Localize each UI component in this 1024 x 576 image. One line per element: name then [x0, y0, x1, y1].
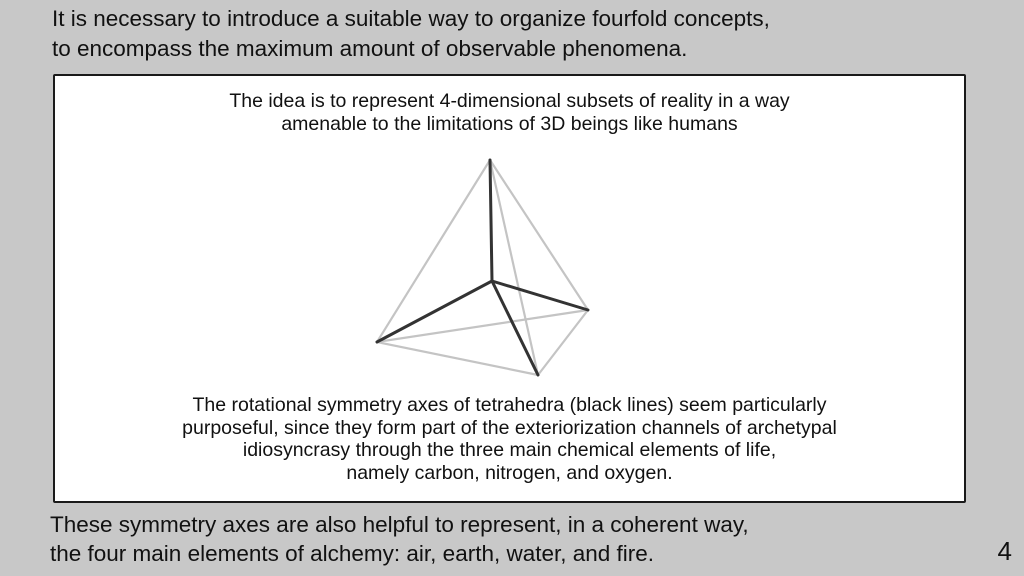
- symmetry-axis-bottom: [490, 279, 540, 377]
- slide-heading: It is necessary to introduce a suitable …: [52, 4, 992, 64]
- figure-panel: The idea is to represent 4-dimensional s…: [53, 74, 966, 503]
- footer-line-2: the four main elements of alchemy: air, …: [50, 541, 655, 566]
- tetra-edge-left-right: [375, 308, 590, 344]
- symmetry-axis-right: [490, 279, 590, 312]
- symmetry-axis-left: [375, 279, 494, 344]
- page-number: 4: [997, 536, 1012, 566]
- tetrahedron-diagram: [375, 158, 590, 377]
- slide-footer: These symmetry axes are also helpful to …: [50, 510, 950, 568]
- heading-line-1: It is necessary to introduce a suitable …: [52, 6, 770, 31]
- caption-line-1: The rotational symmetry axes of tetrahed…: [192, 394, 827, 416]
- tetra-edge-left-bottom: [375, 340, 540, 377]
- caption-line-3: idiosyncrasy through the three main chem…: [242, 439, 777, 461]
- panel-caption: The rotational symmetry axes of tetrahed…: [55, 394, 964, 484]
- tetra-edge-apex-right: [488, 158, 590, 312]
- panel-intro-line-1: The idea is to represent 4-dimensional s…: [229, 90, 790, 112]
- footer-line-1: These symmetry axes are also helpful to …: [50, 512, 749, 537]
- symmetry-axes: [375, 158, 590, 377]
- panel-intro-line-2: amenable to the limitations of 3D beings…: [281, 113, 738, 135]
- symmetry-axis-up: [488, 158, 494, 283]
- caption-line-2: purposeful, since they form part of the …: [182, 416, 837, 439]
- caption-line-4: namely carbon, nitrogen, and oxygen.: [346, 461, 673, 484]
- tetra-edge-apex-left: [375, 158, 492, 344]
- panel-intro: The idea is to represent 4-dimensional s…: [55, 90, 964, 136]
- tetra-edge-apex-bottom: [488, 158, 540, 377]
- heading-line-2: to encompass the maximum amount of obser…: [52, 36, 688, 61]
- tetra-edge-right-bottom: [536, 308, 590, 377]
- tetrahedron-edges: [375, 158, 590, 377]
